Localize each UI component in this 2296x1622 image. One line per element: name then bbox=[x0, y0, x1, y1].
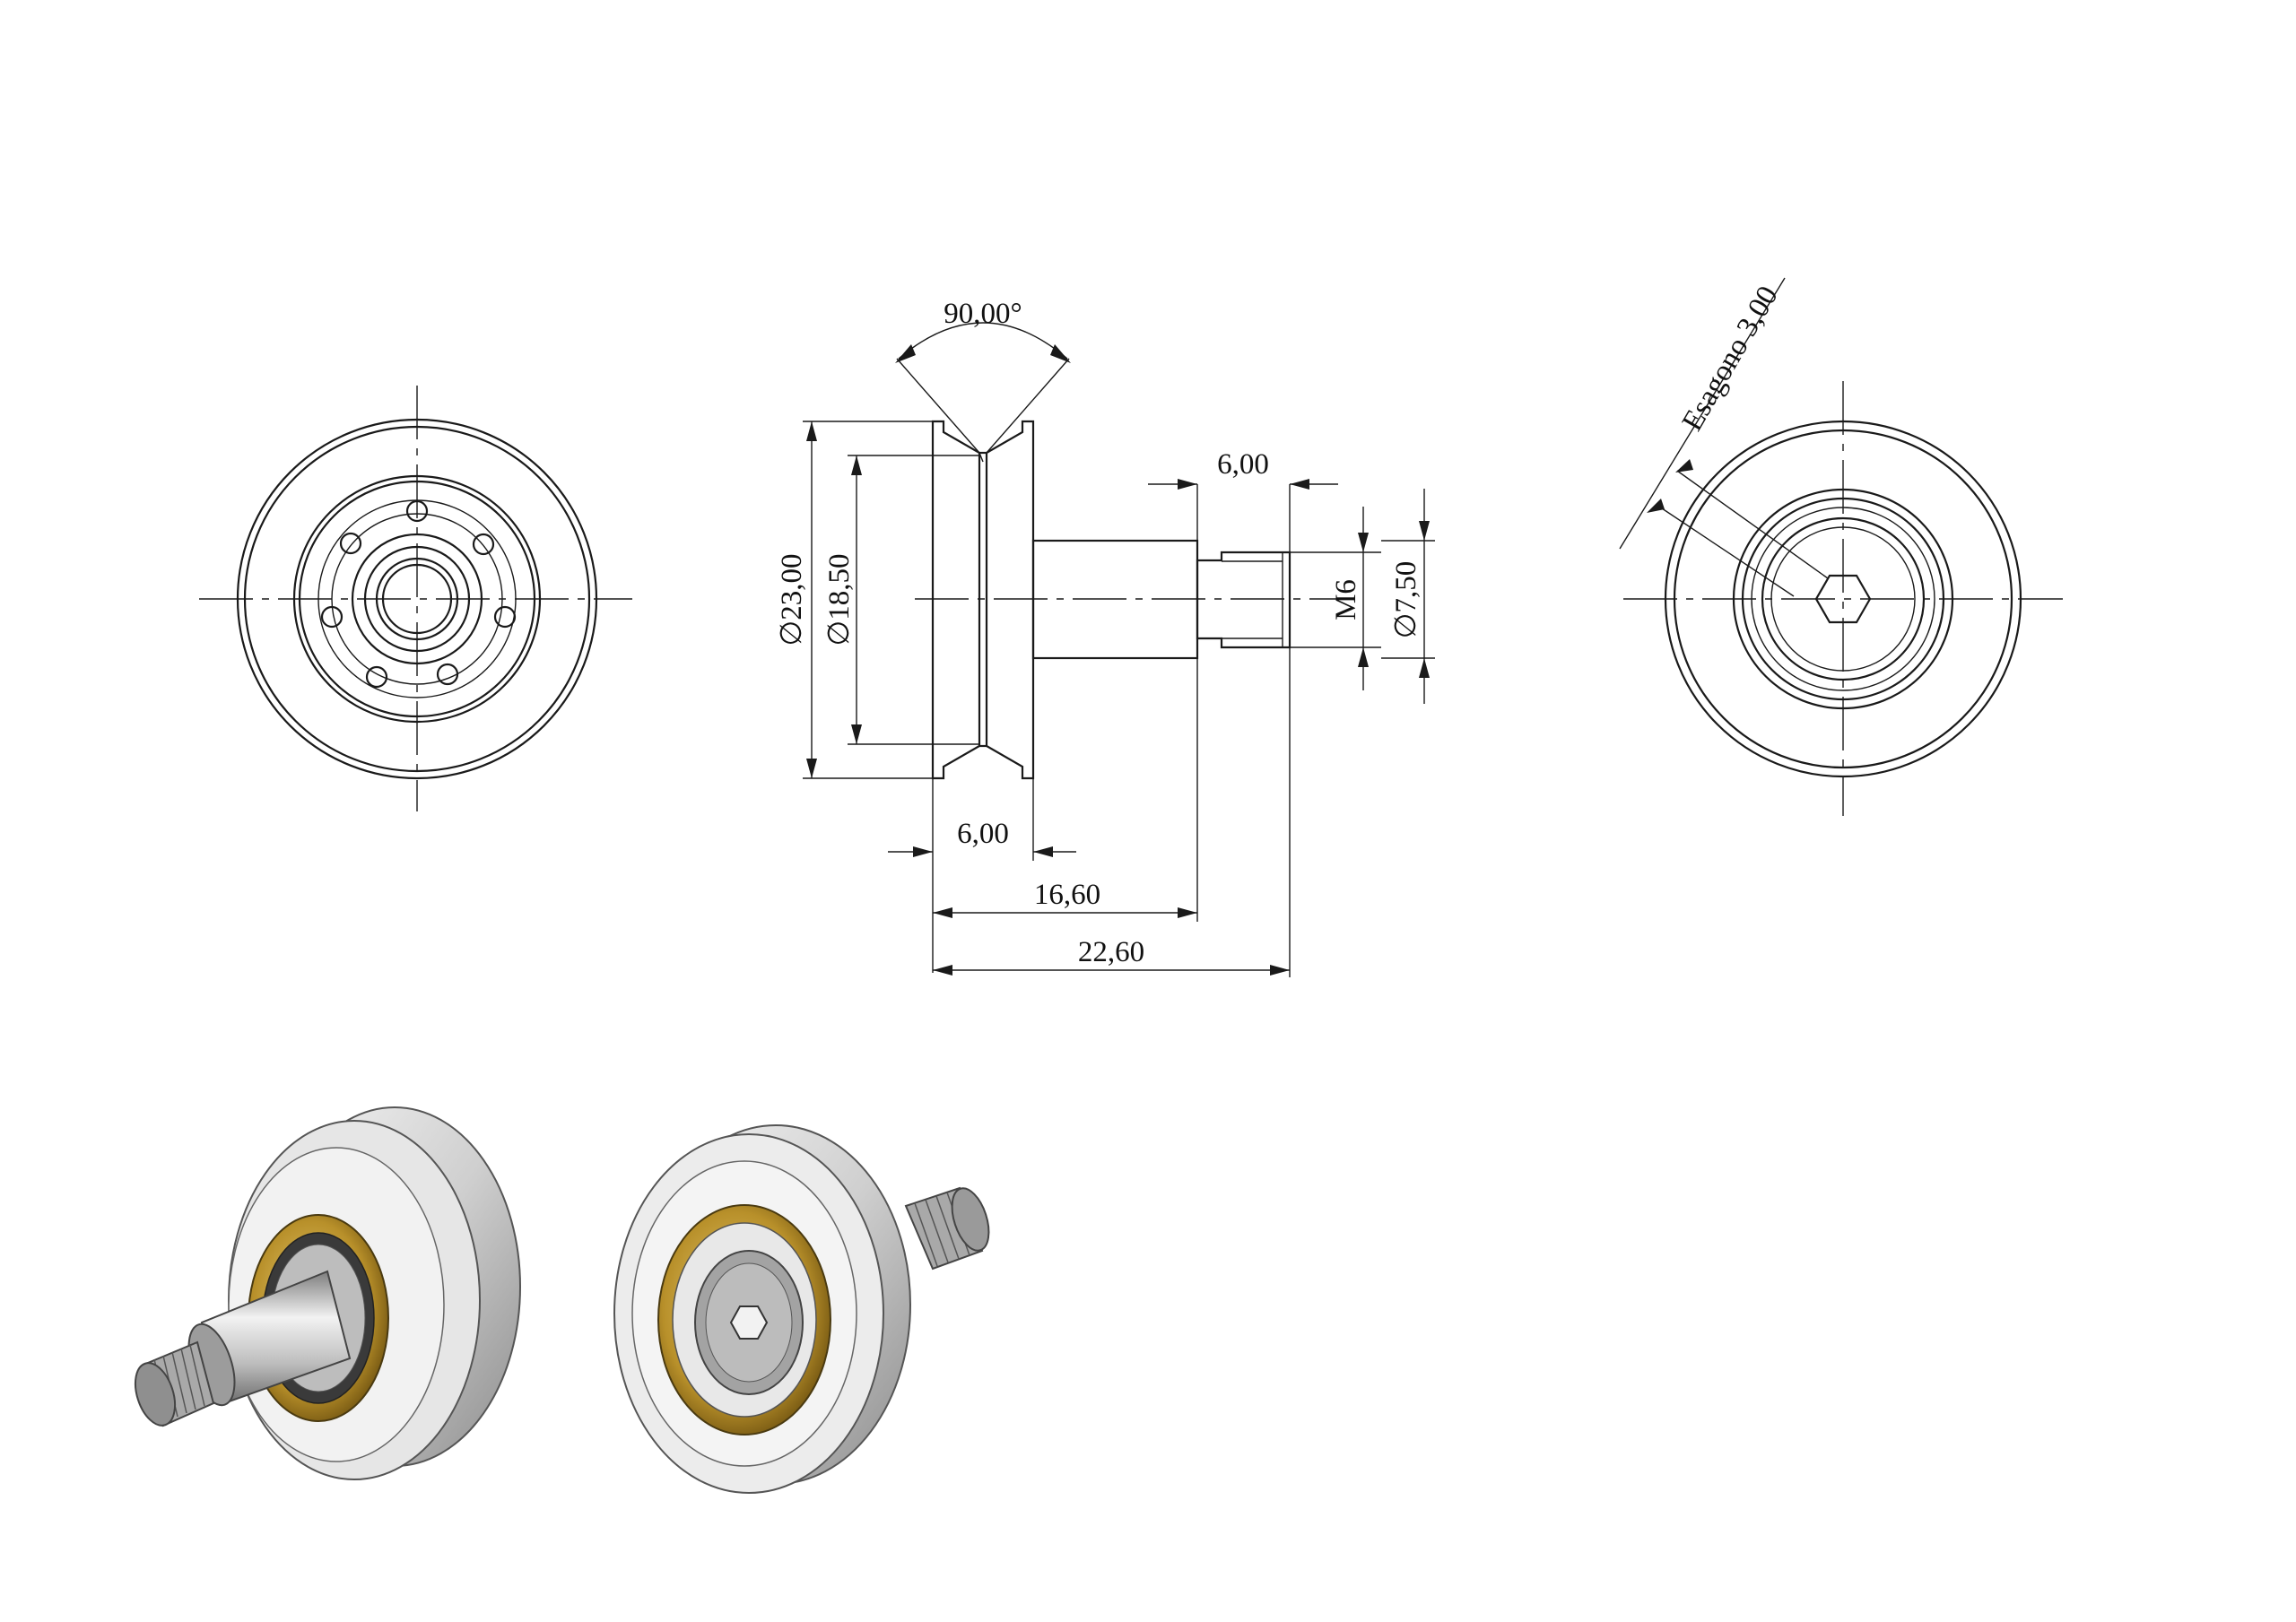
wheel-right-flange bbox=[985, 420, 1035, 780]
profile-view: 90,00° ∅23,00 ∅18,50 6,00 16,60 bbox=[776, 298, 1435, 977]
thread-size-label: M6 bbox=[1330, 579, 1362, 620]
wheel-width-label: 6,00 bbox=[957, 818, 1009, 850]
shaft-diameter-label: ∅7,50 bbox=[1390, 561, 1422, 639]
shaft-bore bbox=[375, 557, 459, 641]
threaded-stud bbox=[1196, 551, 1292, 649]
groove-angle-label: 90,00° bbox=[944, 298, 1022, 330]
bearing-balls bbox=[320, 499, 517, 689]
bearing-side-view bbox=[199, 386, 632, 811]
isometric-hex-side bbox=[613, 1124, 990, 1494]
hex-socket-view: Esagono 3,00 bbox=[1619, 277, 2063, 816]
overall-length-label: 22,60 bbox=[1078, 936, 1144, 968]
outer-rim bbox=[236, 418, 598, 780]
hex-socket-label: Esagono 3,00 bbox=[1676, 281, 1785, 437]
groove-diameter-label: ∅18,50 bbox=[823, 554, 856, 646]
hex-recess-icon bbox=[729, 1305, 769, 1340]
wheel-left-flange bbox=[931, 420, 981, 780]
thread-length-label: 6,00 bbox=[1217, 448, 1269, 481]
hex-socket bbox=[1814, 574, 1872, 624]
outer-diameter-label: ∅23,00 bbox=[776, 554, 808, 646]
isometric-shaft-side bbox=[134, 1106, 521, 1480]
shoulder-length-label: 16,60 bbox=[1034, 879, 1100, 911]
